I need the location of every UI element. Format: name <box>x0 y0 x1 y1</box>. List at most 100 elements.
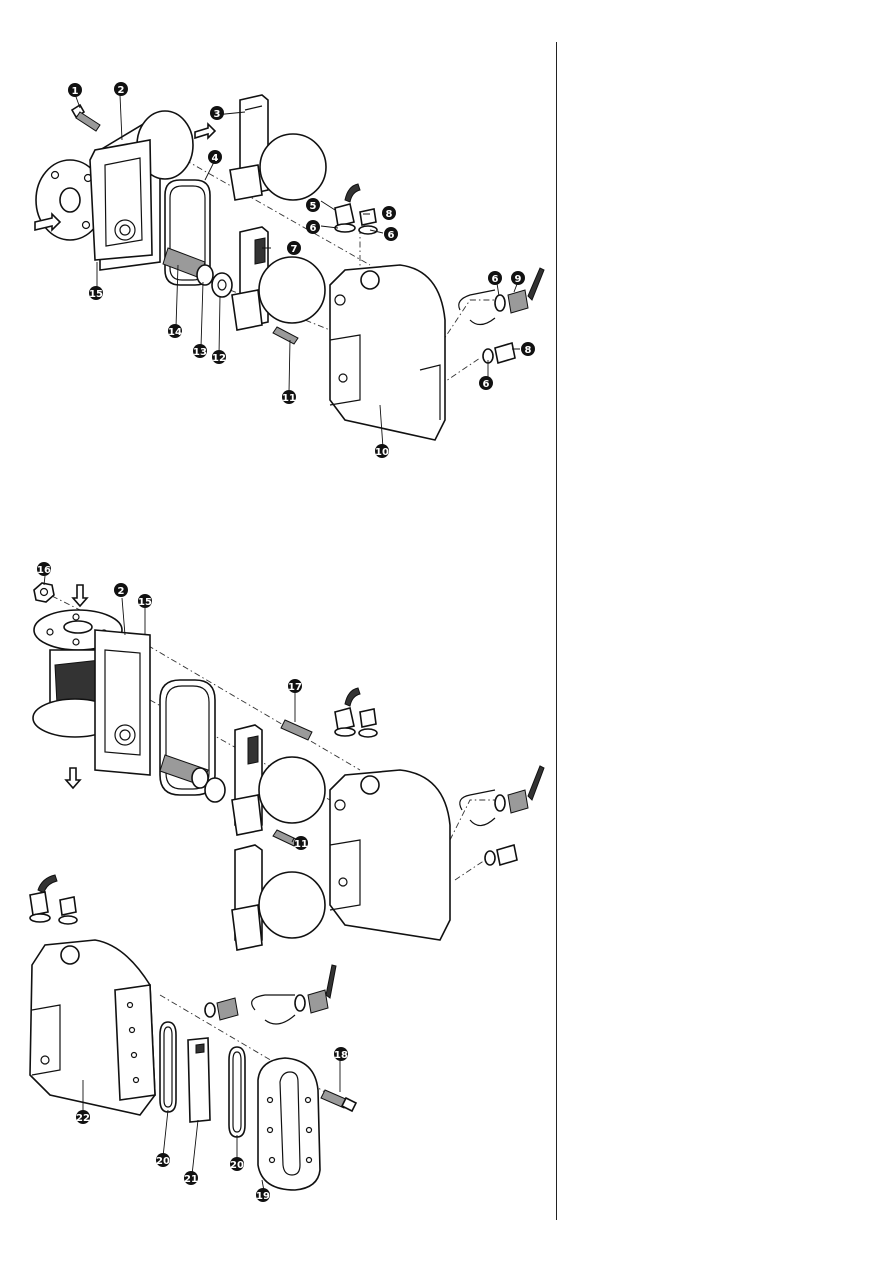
part-number-badge: 8 <box>521 342 535 356</box>
flow-arrow-icon <box>194 122 217 140</box>
label-12: 12 <box>212 353 226 364</box>
part-number-badge: 4 <box>208 150 222 164</box>
part-number-badge: 10 <box>375 444 389 458</box>
side-fittings <box>458 267 545 365</box>
diagram-bottom: 16 2 15 17 11 18 22 20 21 20 19 <box>29 562 545 1202</box>
cap <box>211 272 233 298</box>
label-6: 6 <box>492 274 499 285</box>
part-number-badge: 20 <box>230 1157 244 1171</box>
label-11: 11 <box>282 393 296 404</box>
label-13: 13 <box>193 347 207 358</box>
seal-ring <box>196 264 214 286</box>
label-10: 10 <box>375 447 389 458</box>
float-assembly-main-valve <box>231 226 326 331</box>
seal <box>159 1021 177 1113</box>
label-8: 8 <box>525 345 532 356</box>
label-15: 15 <box>138 597 152 608</box>
body-vertical-flanged <box>32 609 151 776</box>
part-number-badge: 2 <box>114 82 128 96</box>
part-number-badge: 15 <box>89 286 103 300</box>
label-2: 2 <box>118 85 125 96</box>
plugs-top <box>334 687 378 738</box>
side-fittings-lower <box>204 964 337 1025</box>
screw <box>70 103 101 132</box>
part-number-badge: 6 <box>306 220 320 234</box>
label-15: 15 <box>89 289 103 300</box>
stud <box>280 719 313 741</box>
sight-glass <box>187 1037 211 1123</box>
sight-glass-cover <box>257 1057 321 1191</box>
float-assembly-air-vent <box>229 94 327 201</box>
cover <box>329 769 451 941</box>
label-4: 4 <box>212 153 219 164</box>
part-number-badge: 14 <box>168 324 182 338</box>
part-number-badge: 19 <box>256 1188 270 1202</box>
column-divider <box>556 42 557 1220</box>
nut <box>33 582 55 603</box>
screw <box>320 1089 349 1109</box>
label-21: 21 <box>184 1174 198 1185</box>
part-number-badge: 9 <box>511 271 525 285</box>
flow-arrow-icon <box>64 767 82 790</box>
part-number-badge: 8 <box>382 206 396 220</box>
assembly-line <box>454 859 486 881</box>
label-6: 6 <box>310 223 317 234</box>
label-5: 5 <box>310 201 317 212</box>
label-3: 3 <box>214 109 221 120</box>
part-number-badge: 1 <box>68 83 82 97</box>
plugs-top <box>334 183 378 235</box>
part-number-badge: 17 <box>288 679 302 693</box>
part-number-badge: 18 <box>334 1047 348 1061</box>
float-assembly-air-vent <box>231 844 326 951</box>
label-1: 1 <box>72 86 79 97</box>
seal <box>228 1046 246 1138</box>
label-7: 7 <box>291 244 298 255</box>
cover <box>329 264 446 441</box>
diagram-top: 1 2 3 4 5 6 8 6 7 6 9 8 6 15 14 13 12 11… <box>34 82 545 458</box>
part-number-badge: 5 <box>306 198 320 212</box>
part-number-badge: 11 <box>282 390 296 404</box>
part-number-badge: 16 <box>37 562 51 576</box>
label-20: 20 <box>156 1156 170 1167</box>
float-assembly-main-valve <box>231 724 326 836</box>
body-sight-glass <box>29 939 156 1116</box>
side-fittings <box>459 765 545 867</box>
label-6: 6 <box>388 230 395 241</box>
label-18: 18 <box>334 1050 348 1061</box>
label-2: 2 <box>118 586 125 597</box>
screw <box>272 829 299 847</box>
flow-arrow-icon <box>71 584 89 608</box>
part-number-badge: 15 <box>138 594 152 608</box>
label-17: 17 <box>288 682 302 693</box>
label-6: 6 <box>483 379 490 390</box>
part-number-badge: 22 <box>76 1110 90 1124</box>
part-number-badge: 3 <box>210 106 224 120</box>
part-number-badge: 20 <box>156 1153 170 1167</box>
assembly-line <box>449 799 495 841</box>
part-number-badge: 2 <box>114 583 128 597</box>
seal-ring <box>191 767 209 789</box>
label-8: 8 <box>386 209 393 220</box>
label-9: 9 <box>515 274 522 285</box>
label-22: 22 <box>76 1113 90 1124</box>
body-flanged <box>35 110 194 271</box>
plugs-top-left <box>29 874 78 925</box>
part-number-badge: 21 <box>184 1171 198 1185</box>
cap <box>204 777 226 803</box>
label-14: 14 <box>168 327 182 338</box>
part-number-badge: 6 <box>384 227 398 241</box>
assembly-line <box>439 299 495 346</box>
label-19: 19 <box>256 1191 270 1202</box>
label-16: 16 <box>37 565 51 576</box>
part-number-badge: 6 <box>479 376 493 390</box>
screw <box>272 326 299 345</box>
part-number-badge: 13 <box>193 344 207 358</box>
label-11: 11 <box>294 839 308 850</box>
label-20: 20 <box>230 1160 244 1171</box>
part-number-badge: 11 <box>294 836 308 850</box>
flow-arrow-icon <box>34 212 62 232</box>
part-number-badge: 7 <box>287 241 301 255</box>
part-number-badge: 12 <box>212 350 226 364</box>
